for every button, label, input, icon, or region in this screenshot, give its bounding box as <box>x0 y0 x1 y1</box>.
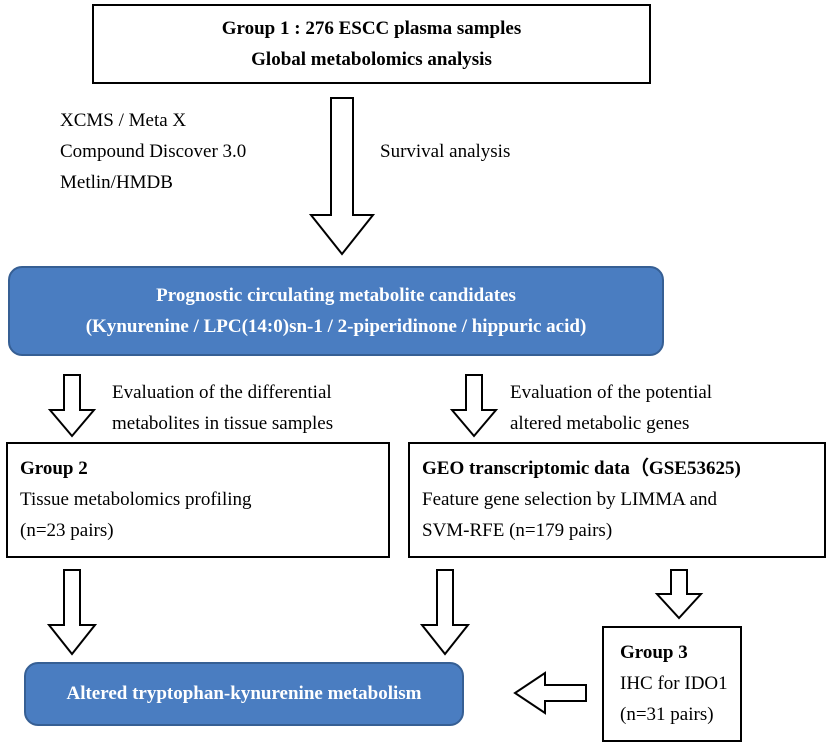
group3-title: Group 3 <box>620 642 688 663</box>
geo-title: GEO transcriptomic data（GSE53625) <box>422 458 741 479</box>
group2-title: Group 2 <box>20 458 88 479</box>
geo-box: GEO transcriptomic data（GSE53625) Featur… <box>408 442 826 558</box>
group1-title: Group 1 : 276 ESCC plasma samples <box>221 18 522 39</box>
group3-line1: IHC for IDO1 <box>620 673 728 694</box>
eval-right-line2: altered metabolic genes <box>510 413 690 434</box>
altered-box: Altered tryptophan-kynurenine metabolism <box>24 662 464 726</box>
arrow-down-group3 <box>654 569 704 620</box>
candidates-box: Prognostic circulating metabolite candid… <box>8 266 664 356</box>
tools-line3: Metlin/HMDB <box>60 172 173 193</box>
eval-right-line1: Evaluation of the potential <box>510 382 713 403</box>
group2-line2: (n=23 pairs) <box>20 520 114 541</box>
arrow-down-eval-right <box>449 374 499 438</box>
candidates-title: Prognostic circulating metabolite candid… <box>156 285 516 306</box>
eval-left-line2: metabolites in tissue samples <box>112 413 334 434</box>
arrow-down-main <box>308 97 376 256</box>
arrow-down-eval-left <box>47 374 97 438</box>
candidates-list: (Kynurenine / LPC(14:0)sn-1 / 2-piperidi… <box>85 316 587 337</box>
survival-label: Survival analysis <box>380 141 511 162</box>
group2-line1: Tissue metabolomics profiling <box>20 489 252 510</box>
arrow-down-group2 <box>46 569 98 656</box>
geo-line2: SVM-RFE (n=179 pairs) <box>422 520 613 541</box>
tools-line1: XCMS / Meta X <box>60 110 187 131</box>
arrow-left-group3 <box>513 671 587 715</box>
tools-line2: Compound Discover 3.0 <box>60 141 247 162</box>
group1-box: Group 1 : 276 ESCC plasma samples Global… <box>92 4 651 84</box>
group3-box: Group 3 IHC for IDO1 (n=31 pairs) <box>602 626 742 742</box>
group3-line2: (n=31 pairs) <box>620 704 714 725</box>
group1-subtitle: Global metabolomics analysis <box>251 49 492 70</box>
geo-line1: Feature gene selection by LIMMA and <box>422 489 717 510</box>
eval-left-line1: Evaluation of the differential <box>112 382 332 403</box>
group2-box: Group 2 Tissue metabolomics profiling (n… <box>6 442 390 558</box>
arrow-down-geo <box>419 569 471 656</box>
altered-label: Altered tryptophan-kynurenine metabolism <box>66 683 422 704</box>
